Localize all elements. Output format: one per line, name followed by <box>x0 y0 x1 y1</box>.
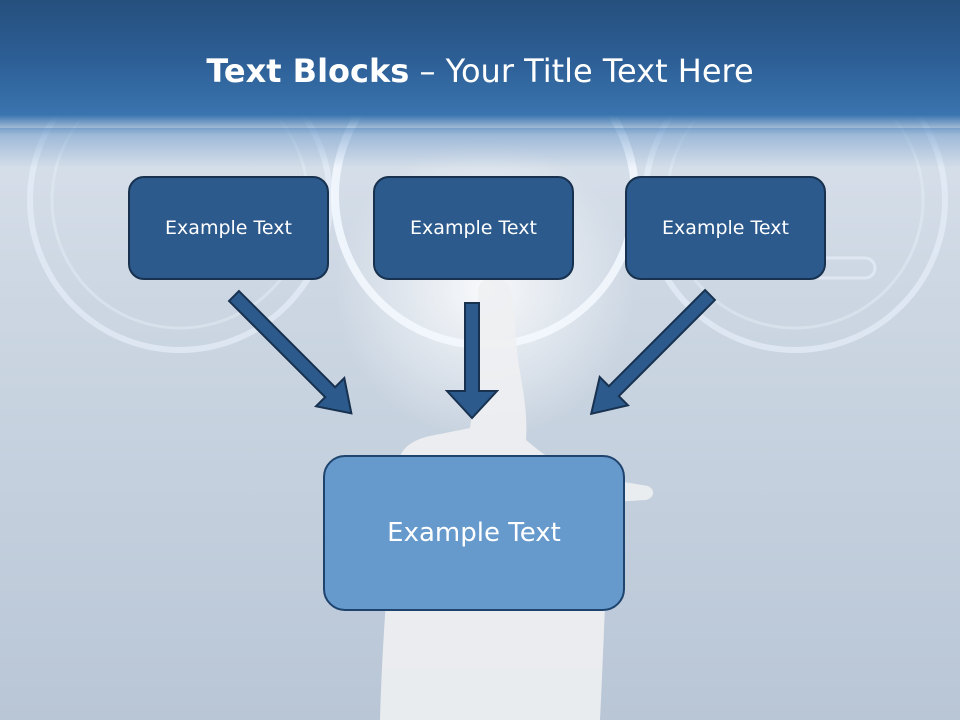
text-block-right-label: Example Text <box>662 217 789 239</box>
title-bar <box>0 0 960 168</box>
slide-title: Text Blocks – Your Title Text Here <box>0 52 960 90</box>
arrow-center <box>444 302 500 420</box>
text-block-bottom[interactable]: Example Text <box>323 455 625 611</box>
title-bold: Text Blocks <box>206 52 410 90</box>
text-block-left-label: Example Text <box>165 217 292 239</box>
arrow-right <box>589 288 717 416</box>
text-block-center[interactable]: Example Text <box>373 176 574 280</box>
text-block-center-label: Example Text <box>410 217 537 239</box>
text-block-left[interactable]: Example Text <box>128 176 329 280</box>
title-rest: Your Title Text Here <box>445 52 754 90</box>
text-block-right[interactable]: Example Text <box>625 176 826 280</box>
text-block-bottom-label: Example Text <box>387 518 561 548</box>
arrow-left <box>227 289 353 415</box>
title-dash: – <box>409 52 446 90</box>
